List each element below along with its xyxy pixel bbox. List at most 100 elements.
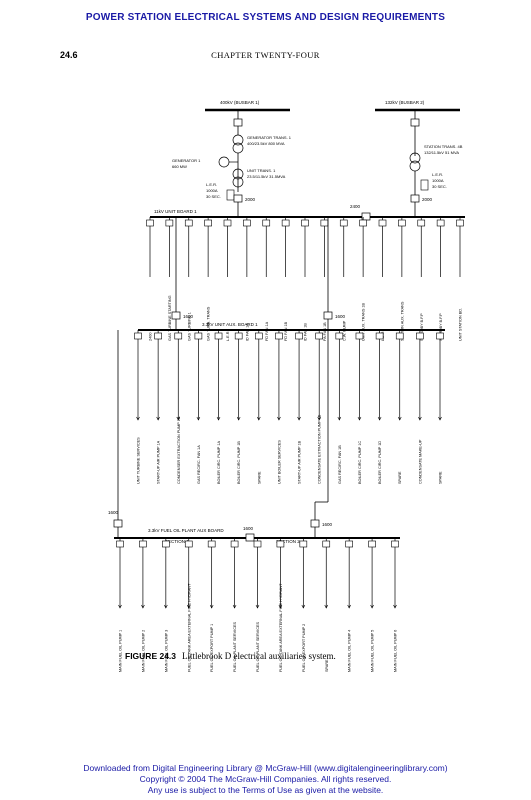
feeder-label: SPARE bbox=[398, 471, 402, 484]
feeder-arrow bbox=[255, 604, 260, 609]
feeder-arrow bbox=[393, 604, 397, 609]
feeder-label: FD FAN 1B bbox=[284, 321, 288, 341]
cb-2000-right bbox=[410, 194, 420, 203]
feeder-label: CONDENSATE MAKE-UP bbox=[418, 439, 422, 484]
feeder-arrow bbox=[136, 416, 140, 421]
feeder-label: START-UP AIR PUMP 1B bbox=[298, 440, 302, 484]
feeder-label: ID FAN 1A bbox=[245, 323, 249, 341]
feeder-label: BOILER CIRC. PUMP 1B bbox=[237, 441, 241, 484]
feeder-label: GAS TURB. TRANS bbox=[207, 306, 211, 341]
feeder-label: FUEL OIL EXPORT PUMP 1 bbox=[210, 624, 214, 672]
feeder-breaker bbox=[395, 332, 404, 340]
feeder-breaker bbox=[368, 540, 376, 548]
feeder-label: SPARE bbox=[257, 471, 261, 484]
feeder-arrow bbox=[156, 416, 160, 421]
figure-caption-text: Littlebrook D electrical auxiliaries sys… bbox=[182, 651, 336, 661]
feeder-arrow bbox=[317, 416, 321, 421]
feeder-arrow bbox=[236, 416, 241, 421]
feeder-arrow bbox=[278, 604, 283, 609]
feeder-arrow bbox=[216, 416, 221, 421]
feeder-breaker bbox=[139, 540, 147, 548]
page-number: 24.6 bbox=[60, 50, 78, 60]
busbar-1-label: 400kV (BUSBAR 1) bbox=[220, 100, 260, 105]
station-trans-rating: 132/11.5kV 51 MVA bbox=[424, 150, 459, 155]
feeder-breaker bbox=[281, 219, 290, 227]
feeder-label: L.E.R. bbox=[226, 330, 230, 341]
feeder-breaker bbox=[134, 332, 142, 340]
feeder-breaker bbox=[335, 332, 344, 340]
feeder-arrow bbox=[397, 416, 402, 421]
feeder-label: CONDENSER EXTRACTION PUMP 1A bbox=[177, 416, 181, 484]
running-title: POWER STATION ELECTRICAL SYSTEMS AND DES… bbox=[85, 12, 446, 23]
feeder-breaker bbox=[417, 219, 426, 227]
feeder-arrow bbox=[118, 604, 122, 609]
feeder-breaker bbox=[345, 540, 353, 548]
feeder-label: FUEL OIL PLANT SERVICES bbox=[233, 622, 237, 672]
feeder-label: MAIN FUEL OIL PUMP 1 bbox=[119, 630, 123, 672]
feeder-arrow bbox=[232, 604, 237, 609]
footer-line-2: Copyright © 2004 The McGraw-Hill Compani… bbox=[139, 774, 392, 784]
unit-trans-coil-b bbox=[232, 176, 244, 188]
gen-cb bbox=[233, 118, 243, 127]
feeder-label: FD FAN 1A bbox=[265, 321, 269, 341]
feeder-breaker bbox=[116, 540, 124, 548]
feeder-breaker bbox=[355, 332, 364, 340]
feeder-label: UNIT BOILER SERVICES bbox=[277, 440, 281, 484]
figure-label: FIGURE 24.3 bbox=[125, 651, 177, 661]
feeder-breaker bbox=[154, 332, 162, 340]
feeder-label: START-UP AIR PUMP 1A bbox=[157, 440, 161, 484]
feeder-label: MAIN FUEL OIL PUMP 3 bbox=[164, 630, 168, 672]
unit-trans-coil-a bbox=[232, 168, 244, 180]
cb-2400-bus-label: 2400 bbox=[350, 204, 361, 209]
ler-left-label: L.E.R. bbox=[206, 182, 217, 187]
feeder-breaker bbox=[359, 219, 367, 227]
feeder-breaker bbox=[322, 540, 331, 548]
feeder-breaker bbox=[146, 219, 154, 227]
feeder-arrow bbox=[164, 604, 168, 609]
feeder-breaker bbox=[315, 332, 323, 340]
ler-right-rating: 1000A bbox=[432, 178, 444, 183]
feeder-label: MAIN FUEL OIL PUMP 5 bbox=[371, 630, 375, 672]
ler-left-rating: 1000A bbox=[206, 188, 218, 193]
ler-left-time: 30 SEC. bbox=[206, 194, 221, 199]
ler-right-label: L.E.R. bbox=[432, 172, 443, 177]
feeder-arrow bbox=[257, 416, 261, 421]
station-trans-coil-a bbox=[409, 152, 421, 164]
feeder-breaker bbox=[339, 219, 348, 227]
feeder-breaker bbox=[255, 332, 263, 340]
feeder-label: STANDBY B.F.P bbox=[439, 313, 443, 341]
station-cb bbox=[410, 118, 420, 127]
feeder-breaker bbox=[194, 332, 203, 340]
feeder-breaker bbox=[184, 219, 193, 227]
ler-right-time: 30 SEC. bbox=[432, 184, 447, 189]
feeder-breaker bbox=[165, 219, 174, 227]
feeder-breaker bbox=[230, 540, 239, 548]
feeder-label: FUEL OIL TANK AREA EXTERNAL FIRE HYDRANT bbox=[279, 583, 283, 672]
feeder-label: MAIN FUEL OIL PUMP 6 bbox=[394, 630, 398, 672]
feeder-breaker bbox=[162, 540, 170, 548]
feeder-arrow bbox=[141, 604, 145, 609]
feeder-breaker bbox=[262, 219, 271, 227]
feeder-label: GAS TURBINE 1 bbox=[187, 312, 191, 341]
cb-1600-e bbox=[245, 533, 255, 542]
cb-1600-b-label: 1600 bbox=[335, 314, 346, 319]
busbar-2-label: 132kV (BUSBAR 2) bbox=[385, 100, 425, 105]
section-1-label: SECTION 1 bbox=[165, 539, 189, 544]
unit-trans-label: UNIT TRANS. 1 bbox=[247, 168, 276, 173]
feeder-label: MAIN FUEL OIL PUMP 2 bbox=[141, 630, 145, 672]
feeder-label: BOILER CIRC. PUMP 1A bbox=[217, 441, 221, 484]
aux-board-label: 3.3kV UNIT AUX. BOARD 1 bbox=[202, 322, 258, 327]
feeder-breaker bbox=[214, 332, 223, 340]
feeder-arrow bbox=[196, 416, 201, 421]
feeder-label: SPARE bbox=[439, 471, 443, 484]
ler-right-box bbox=[420, 179, 429, 191]
feeder-label: 2400 bbox=[149, 333, 153, 341]
feeder-breaker bbox=[436, 332, 444, 340]
feeder-arrow bbox=[301, 604, 306, 609]
diagram-svg: 400kV (BUSBAR 1) 132kV (BUSBAR 2) GENERA… bbox=[108, 100, 465, 672]
feeder-breaker bbox=[184, 540, 193, 548]
feeder-arrow bbox=[176, 416, 181, 421]
feeder-label: STATION AUX. TRANS bbox=[400, 301, 404, 341]
